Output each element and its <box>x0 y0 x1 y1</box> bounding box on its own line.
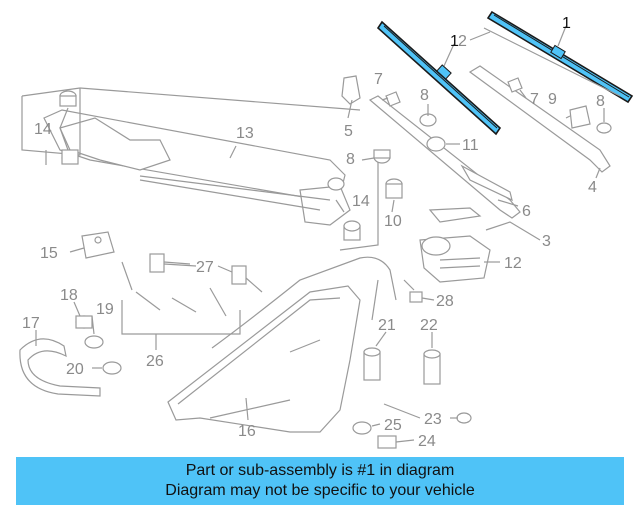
callout-18: 18 <box>60 287 78 304</box>
callout-20: 20 <box>66 361 84 378</box>
callout-21: 21 <box>378 317 396 334</box>
callout-14-right: 14 <box>352 193 370 210</box>
callout-26: 26 <box>146 353 164 370</box>
pump-21 <box>363 347 381 381</box>
callout-2: 2 <box>458 33 467 50</box>
callout-14-left: 14 <box>34 121 52 138</box>
callout-19: 19 <box>96 301 114 318</box>
grommet-14-low <box>61 149 79 165</box>
wiper-motor <box>419 207 491 283</box>
hose-17 <box>19 338 101 397</box>
callout-12: 12 <box>504 255 522 272</box>
clip-7-left <box>385 91 401 107</box>
grommet-14-right <box>343 220 361 241</box>
sensor-24 <box>377 435 397 449</box>
banner-line-1: Part or sub-assembly is #1 in diagram <box>185 462 455 479</box>
wiper-arm-left <box>368 95 521 219</box>
grommet-25 <box>352 421 372 435</box>
callout-16: 16 <box>238 423 256 440</box>
wiper-linkage-frame <box>43 109 351 226</box>
callout-8-right: 8 <box>596 93 605 110</box>
callout-10: 10 <box>384 213 402 230</box>
small-part-14-washer <box>327 177 345 191</box>
callout-5: 5 <box>344 123 353 140</box>
cover-5 <box>341 75 361 105</box>
wiper-blade-left[interactable] <box>376 20 502 136</box>
pump-27-a <box>149 253 191 273</box>
pump-22 <box>423 349 441 385</box>
callout-24: 24 <box>418 433 436 450</box>
callout-4: 4 <box>588 179 597 196</box>
callout-7-right: 7 <box>530 91 539 108</box>
callout-8-upper: 8 <box>420 87 429 104</box>
callout-9: 9 <box>548 91 557 108</box>
callout-25: 25 <box>384 417 402 434</box>
callout-11: 11 <box>462 137 479 154</box>
callout-28: 28 <box>436 293 454 310</box>
callout-17: 17 <box>22 315 40 332</box>
callout-6: 6 <box>522 203 531 220</box>
linkage-box <box>21 87 379 251</box>
washer-reservoir <box>167 285 361 433</box>
cap-9 <box>569 105 591 129</box>
callout-7-left: 7 <box>374 71 383 88</box>
nut-8-center <box>373 149 391 164</box>
cap-11 <box>426 136 446 152</box>
leader-lines <box>35 25 605 443</box>
callout-23: 23 <box>424 411 442 428</box>
wiper-arm-right <box>468 27 621 173</box>
callout-3: 3 <box>542 233 551 250</box>
cap-20 <box>102 361 122 375</box>
grommet-19 <box>84 335 104 349</box>
grommet-23 <box>456 412 472 424</box>
wiper-blade-right[interactable] <box>486 10 634 104</box>
nut-8-right <box>596 122 612 134</box>
clip-7-right <box>507 77 523 93</box>
connector-28 <box>409 291 423 303</box>
bracket-15 <box>81 231 115 259</box>
wire-harness <box>211 256 415 349</box>
callout-27: 27 <box>196 259 214 276</box>
callout-1-left: 1 <box>450 33 459 50</box>
grommet-18 <box>75 315 93 329</box>
callout-8-center: 8 <box>346 151 355 168</box>
hose-26-group <box>121 261 241 335</box>
callout-22: 22 <box>420 317 438 334</box>
grommet-14-top <box>59 90 77 107</box>
pump-27-b <box>231 265 263 293</box>
info-banner: Part or sub-assembly is #1 in diagram Di… <box>16 457 624 505</box>
callout-1-right: 1 <box>562 15 571 32</box>
callout-13: 13 <box>236 125 254 142</box>
callout-15: 15 <box>40 245 58 262</box>
nut-10 <box>385 178 403 199</box>
banner-line-2: Diagram may not be specific to your vehi… <box>165 482 475 499</box>
